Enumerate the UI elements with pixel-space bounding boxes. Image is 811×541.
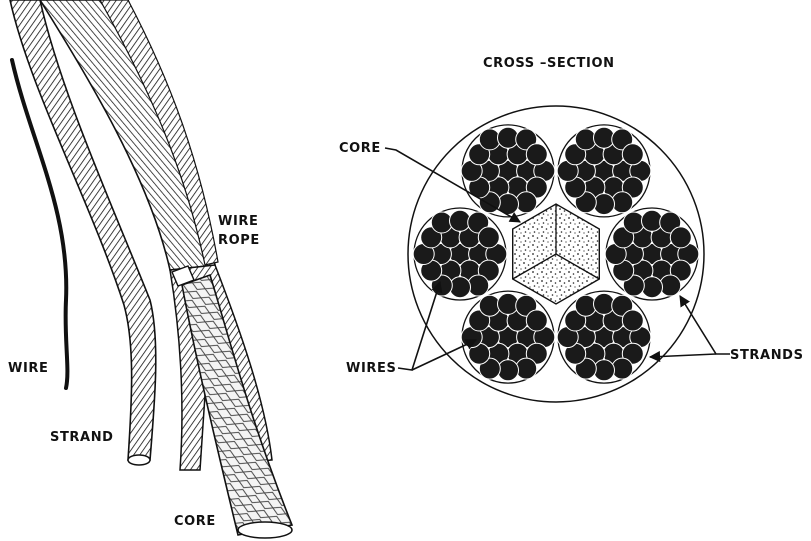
- wire: [670, 227, 691, 248]
- label-strand: STRAND: [50, 430, 114, 445]
- label-core-cross-section: CORE: [339, 141, 381, 156]
- wire: [622, 310, 643, 331]
- cross-section-title: CROSS –SECTION: [483, 56, 615, 71]
- strand: [557, 291, 651, 383]
- strand-end: [128, 455, 150, 465]
- label-wire: WIRE: [8, 361, 48, 376]
- strand: [557, 125, 651, 217]
- strand: [413, 208, 507, 300]
- label-strands: STRANDS: [730, 348, 804, 363]
- label-core: CORE: [174, 514, 216, 529]
- label-wires: WIRES: [346, 361, 396, 376]
- label-wire-rope-line2: ROPE: [218, 233, 260, 248]
- rope-illustration: WIRE STRAND WIRE ROPE CORE: [8, 0, 292, 538]
- wire: [526, 310, 547, 331]
- wire: [526, 144, 547, 165]
- label-wire-rope-line1: WIRE: [218, 214, 258, 229]
- core-end: [238, 522, 292, 538]
- strand: [461, 125, 555, 217]
- strand: [605, 208, 699, 300]
- wire: [622, 144, 643, 165]
- cross-section: CROSS –SECTION CORE WIRES STRANDS: [339, 56, 804, 402]
- wire: [478, 227, 499, 248]
- strand: [461, 291, 555, 383]
